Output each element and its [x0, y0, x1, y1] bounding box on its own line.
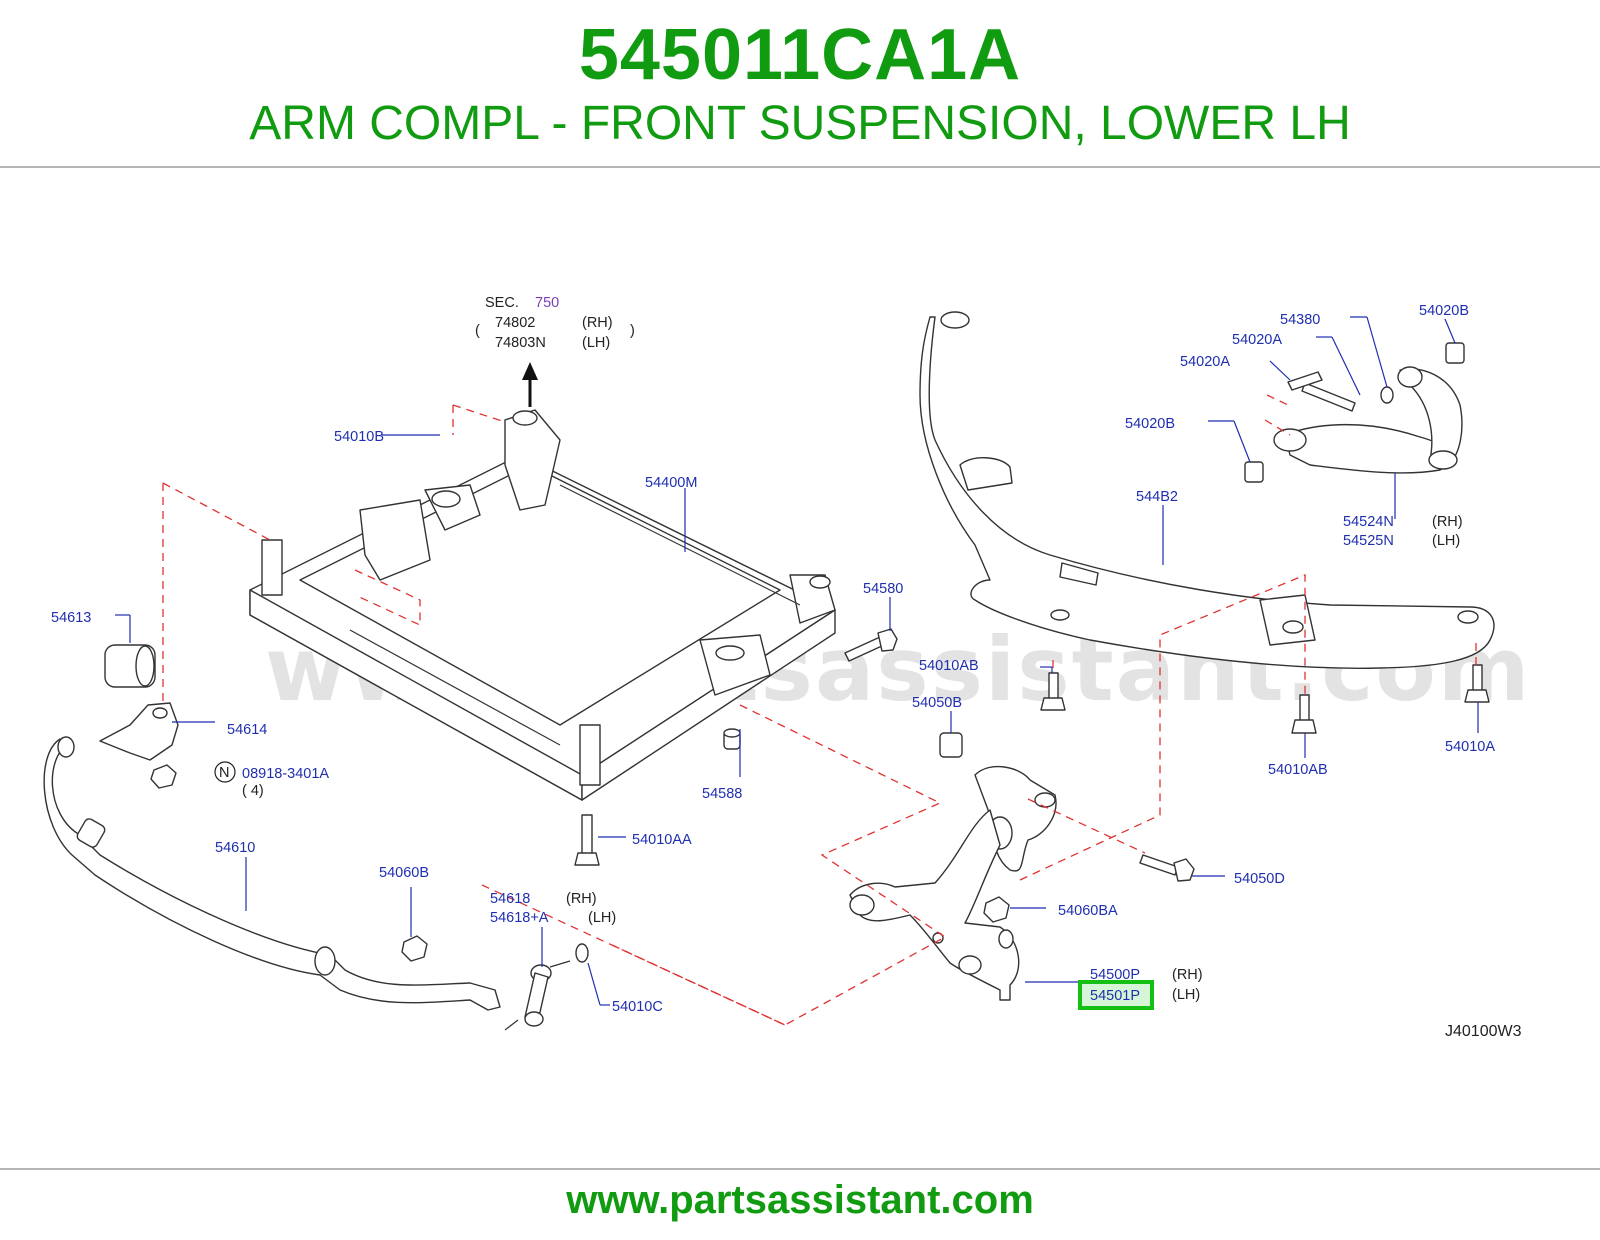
callout-54010AA[interactable]: 54010AA	[632, 832, 692, 848]
callout-54010C[interactable]: 54010C	[612, 999, 663, 1015]
connecting-rod-54618	[504, 960, 571, 1031]
callout-54010AB[interactable]: 54010AB	[919, 658, 979, 674]
callout-54525N[interactable]: 54525N	[1343, 533, 1394, 549]
callout-54618[interactable]: 54618	[490, 891, 530, 907]
highlight-box	[1078, 980, 1154, 1010]
sec-ref-side: (RH)	[582, 315, 613, 331]
callout-54524N[interactable]: 54524N	[1343, 514, 1394, 530]
svg-text:(: (	[475, 323, 480, 339]
callout-54020B[interactable]: 54020B	[1125, 416, 1175, 432]
leader-lines	[115, 316, 1479, 1006]
nut-callout: N 08918-3401A ( 4)	[214, 761, 329, 799]
stabilizer-bar-drawing	[43, 736, 501, 1011]
part-number-title: 545011CA1A	[578, 15, 1022, 95]
part-name-subtitle: ARM COMPL - FRONT SUSPENSION, LOWER LH	[249, 97, 1351, 150]
bolt-54580	[844, 628, 898, 662]
callout-54380[interactable]: 54380	[1280, 312, 1320, 328]
callout-544B2[interactable]: 544B2	[1136, 489, 1178, 505]
side-lh: (LH)	[1432, 533, 1460, 549]
callout-54010AB[interactable]: 54010AB	[1268, 762, 1328, 778]
parts-diagram: www.partsassistant.com	[0, 255, 1600, 1080]
nut-54060B	[401, 935, 428, 962]
nut-symbol: N	[219, 765, 229, 781]
bolt-54010AA	[574, 814, 600, 866]
sec-ref-part: 74802	[495, 315, 535, 331]
bolt-54050D	[1139, 854, 1195, 882]
collar-54588	[723, 728, 741, 750]
header-divider	[0, 166, 1600, 168]
callout-54588[interactable]: 54588	[702, 786, 742, 802]
upper-link-drawing	[1244, 342, 1465, 483]
callout-08918-3401A[interactable]: 08918-3401A	[242, 766, 329, 782]
bushing-54613	[104, 644, 156, 688]
callout-54010A[interactable]: 54010A	[1445, 739, 1495, 755]
callout-54020A[interactable]: 54020A	[1232, 332, 1282, 348]
callout-54501P[interactable]: 54501P	[1090, 988, 1140, 1004]
assembly-lines	[162, 394, 1477, 1026]
sec-reference: SEC. 750 ( 74802 (RH) 74803N (LH) )	[475, 295, 635, 351]
nut-08918	[150, 764, 177, 789]
page-header: 545011CA1A ARM COMPL - FRONT SUSPENSION,…	[0, 0, 1600, 168]
lower-arm-drawing	[849, 765, 1057, 1001]
callout-54400M[interactable]: 54400M	[645, 475, 697, 491]
side-lh: (LH)	[588, 910, 616, 926]
callout-54050D[interactable]: 54050D	[1234, 871, 1285, 887]
callout-54610[interactable]: 54610	[215, 840, 255, 856]
clamp-54614	[99, 702, 179, 761]
side-rh: (RH)	[1172, 967, 1203, 983]
bolt-54010AB-left	[1040, 672, 1066, 711]
sec-prefix: SEC.	[485, 295, 519, 311]
callout-54580[interactable]: 54580	[863, 581, 903, 597]
bolt-54010AB-right	[1291, 694, 1317, 734]
quantity-note: ( 4)	[242, 783, 264, 799]
sec-ref-side: (LH)	[582, 335, 610, 351]
sec-arrow	[522, 362, 538, 407]
callout-54500P[interactable]: 54500P	[1090, 967, 1140, 983]
side-lh: (LH)	[1172, 987, 1200, 1003]
bushing-54050B	[939, 732, 963, 758]
subframe-drawing	[249, 409, 836, 801]
callout-54020B[interactable]: 54020B	[1419, 303, 1469, 319]
side-rh: (RH)	[566, 891, 597, 907]
sec-number[interactable]: 750	[535, 295, 559, 311]
callout-54050B[interactable]: 54050B	[912, 695, 962, 711]
callout-54060B[interactable]: 54060B	[379, 865, 429, 881]
callout-54010B[interactable]: 54010B	[334, 429, 384, 445]
footer-site-link[interactable]: www.partsassistant.com	[566, 1178, 1034, 1222]
callout-54020A[interactable]: 54020A	[1180, 354, 1230, 370]
nut-54060BA	[983, 896, 1010, 923]
sec-ref-part: 74803N	[495, 335, 546, 351]
cross-member-drawing	[919, 311, 1495, 669]
callout-54614[interactable]: 54614	[227, 722, 267, 738]
washer-54010C	[575, 943, 589, 963]
diagram-code: J40100W3	[1445, 1023, 1522, 1040]
callout-54618-a[interactable]: 54618+A	[490, 910, 549, 926]
footer-divider	[0, 1168, 1600, 1170]
callout-54060BA[interactable]: 54060BA	[1058, 903, 1118, 919]
callout-54613[interactable]: 54613	[51, 610, 91, 626]
svg-text:): )	[630, 323, 635, 339]
side-rh: (RH)	[1432, 514, 1463, 530]
bolt-54010A	[1464, 664, 1490, 703]
